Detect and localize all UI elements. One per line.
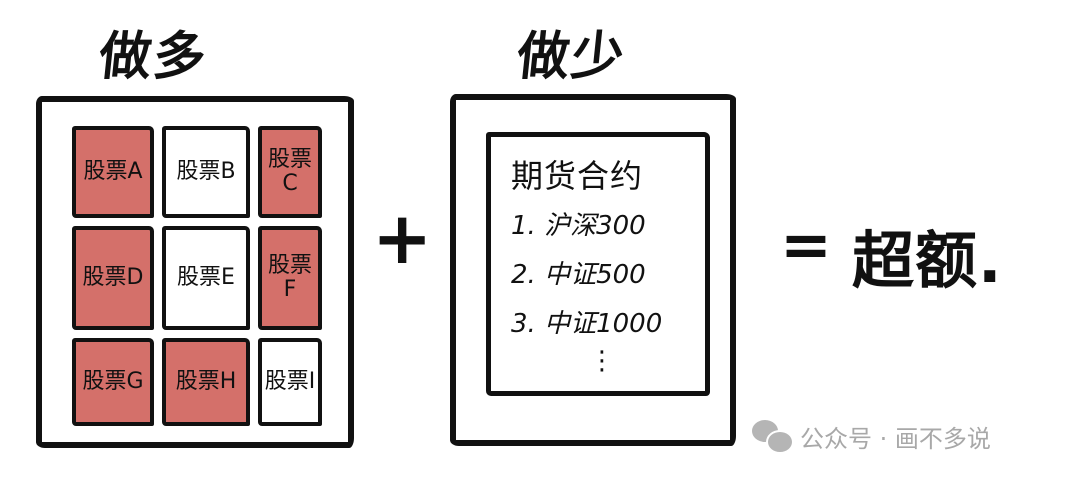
stock-cell-h: 股票H <box>162 338 250 426</box>
watermark-text: 公众号 · 画不多说 <box>800 424 991 453</box>
result-alpha-label: 超额. <box>852 224 1003 297</box>
wechat-icon <box>752 420 794 454</box>
short-futures-frame: 期货合约 1. 沪深300 2. 中证500 3. 中证1000 ⋮ <box>450 94 736 446</box>
short-title: 做少 <box>514 27 629 87</box>
futures-item-zz1000: 3. 中证1000 <box>511 309 663 339</box>
watermark: 公众号 · 画不多说 <box>752 420 991 454</box>
stock-cell-e: 股票E <box>162 226 250 330</box>
stock-cell-a: 股票A <box>72 126 154 218</box>
futures-item-hs300: 1. 沪深300 <box>511 211 646 241</box>
ellipsis-icon: ⋮ <box>589 346 615 376</box>
stock-grid: 股票A 股票B 股票C 股票D 股票E 股票F 股票G 股票H 股票I <box>72 126 322 426</box>
equals-sign: = <box>780 208 832 281</box>
stock-cell-f: 股票F <box>258 226 322 330</box>
stock-cell-b: 股票B <box>162 126 250 218</box>
stock-cell-g: 股票G <box>72 338 154 426</box>
long-title: 做多 <box>96 27 211 87</box>
stock-cell-d: 股票D <box>72 226 154 330</box>
futures-item-zz500: 2. 中证500 <box>511 260 646 290</box>
stock-cell-c: 股票C <box>258 126 322 218</box>
futures-contract-card: 期货合约 1. 沪深300 2. 中证500 3. 中证1000 ⋮ <box>486 132 710 396</box>
long-portfolio-frame: 股票A 股票B 股票C 股票D 股票E 股票F 股票G 股票H 股票I <box>36 96 354 448</box>
futures-card-title: 期货合约 <box>511 157 644 195</box>
plus-sign: + <box>372 196 433 280</box>
stock-cell-i: 股票I <box>258 338 322 426</box>
